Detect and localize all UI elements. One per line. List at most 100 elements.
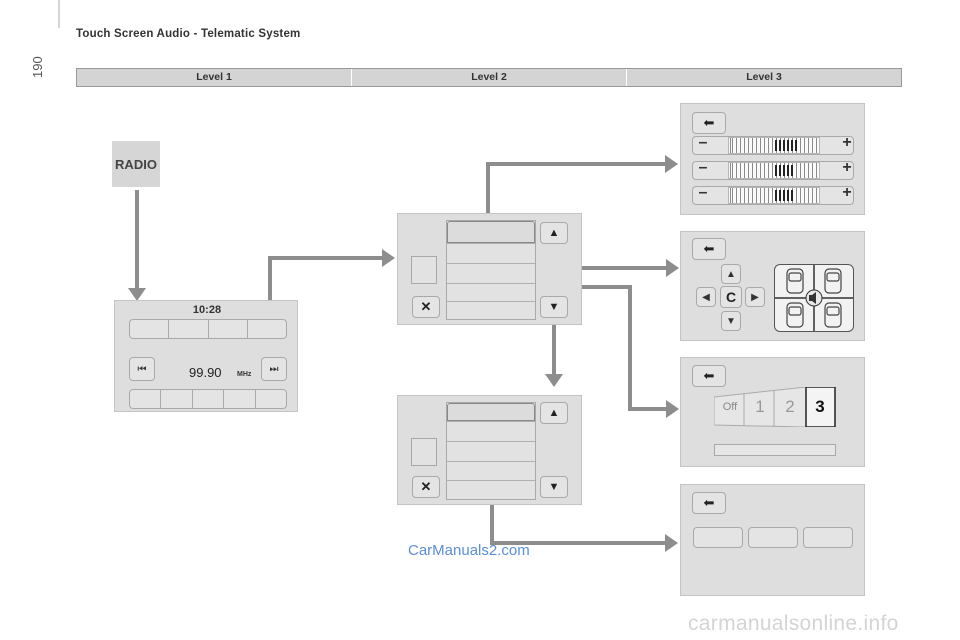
close-button[interactable]: ✕ — [412, 296, 440, 318]
close-button[interactable]: ✕ — [412, 476, 440, 498]
scroll-down-button[interactable]: ▼ — [540, 476, 568, 498]
menu-item-selected[interactable] — [447, 403, 535, 421]
balance-down-button[interactable]: ▼ — [721, 311, 741, 331]
connector-line — [628, 407, 667, 411]
speaker-icon — [805, 289, 823, 307]
levels-header: Level 1 Level 2 Level 3 — [76, 68, 902, 87]
option-button[interactable] — [803, 527, 853, 548]
page-title: Touch Screen Audio - Telematic System — [76, 28, 301, 40]
balance-up-button[interactable]: ▲ — [721, 264, 741, 284]
level-option-3[interactable]: 3 — [815, 397, 825, 416]
close-x-icon: ✕ — [420, 299, 432, 314]
plus-button[interactable]: + — [842, 184, 852, 201]
menu-item-selected[interactable] — [447, 221, 535, 243]
scroll-up-button[interactable]: ▲ — [540, 222, 568, 244]
connector-line — [514, 266, 667, 270]
clock-display: 10:28 — [192, 304, 222, 316]
arrow-left-icon: ⬅ — [703, 241, 715, 256]
connector-line — [486, 162, 666, 166]
car-seat-diagram[interactable] — [774, 264, 854, 332]
radio-button[interactable]: RADIO — [112, 141, 160, 187]
plus-button[interactable]: + — [842, 134, 852, 151]
menu-list — [446, 220, 536, 320]
option-button[interactable] — [748, 527, 798, 548]
source-slot[interactable] — [130, 390, 160, 408]
tone-level-bar-1[interactable] — [728, 137, 820, 154]
level-info-bar — [714, 444, 836, 456]
scroll-down-button[interactable]: ▼ — [540, 296, 568, 318]
arrow-left-icon: ⬅ — [703, 368, 715, 383]
level-option-1[interactable]: 1 — [755, 397, 765, 416]
back-button[interactable]: ⬅ — [692, 112, 726, 134]
tone-level-bar-2[interactable] — [728, 162, 820, 179]
minus-button[interactable]: – — [698, 159, 708, 176]
menu-item[interactable] — [447, 243, 535, 263]
source-bar-bottom[interactable] — [129, 389, 287, 409]
menu-item[interactable] — [447, 301, 535, 319]
preset-slot[interactable] — [246, 320, 286, 338]
close-x-icon: ✕ — [420, 479, 432, 494]
previous-station-button[interactable]: ⏮ — [129, 357, 155, 381]
back-button[interactable]: ⬅ — [692, 492, 726, 514]
car-seats-icon — [775, 265, 853, 331]
option-button[interactable] — [693, 527, 743, 548]
back-button[interactable]: ⬅ — [692, 238, 726, 260]
next-station-button[interactable]: ⏭ — [261, 357, 287, 381]
source-slot[interactable] — [191, 390, 223, 408]
source-slot[interactable] — [223, 390, 254, 408]
connector-line — [268, 256, 383, 260]
balance-left-button[interactable]: ◀ — [696, 287, 716, 307]
menu-item[interactable] — [447, 441, 535, 461]
source-slot[interactable] — [254, 390, 286, 408]
level-1-heading: Level 1 — [196, 71, 232, 83]
balance-right-button[interactable]: ▶ — [745, 287, 765, 307]
skip-forward-icon: ⏭ — [269, 363, 279, 375]
connector-line — [552, 300, 556, 376]
arrowhead-icon — [128, 288, 146, 301]
triangle-down-icon: ▼ — [726, 315, 736, 327]
scroll-up-button[interactable]: ▲ — [540, 402, 568, 424]
menu-item[interactable] — [447, 421, 535, 441]
menu-item[interactable] — [447, 263, 535, 283]
level-option-off[interactable]: Off — [722, 401, 738, 413]
triangle-down-icon: ▼ — [548, 301, 560, 313]
source-slot[interactable] — [160, 390, 191, 408]
menu-icon-slot — [411, 438, 437, 466]
arrowhead-icon — [665, 534, 678, 552]
preset-bar-top[interactable] — [129, 319, 287, 339]
arrowhead-icon — [666, 259, 679, 277]
menu-item[interactable] — [447, 480, 535, 499]
preset-slot[interactable] — [207, 320, 247, 338]
level-2-heading: Level 2 — [351, 69, 626, 86]
triangle-up-icon: ▲ — [548, 227, 560, 239]
triangle-down-icon: ▼ — [548, 481, 560, 493]
margin-rule — [58, 0, 60, 28]
tone-level-bar-3[interactable] — [728, 187, 820, 204]
menu-list — [446, 402, 536, 500]
arrow-left-icon: ⬅ — [703, 115, 715, 130]
balance-center-button[interactable]: C — [720, 286, 742, 308]
connector-line — [486, 162, 490, 246]
back-button[interactable]: ⬅ — [692, 365, 726, 387]
menu-item[interactable] — [447, 461, 535, 480]
preset-slot[interactable] — [130, 320, 168, 338]
preset-slot[interactable] — [168, 320, 207, 338]
plus-button[interactable]: + — [842, 159, 852, 176]
level-selector-graphic — [714, 387, 836, 427]
arrowhead-icon — [382, 249, 395, 267]
connector-line — [490, 541, 666, 545]
level2-menu-lower: ▲ ✕ ▼ — [397, 395, 582, 505]
minus-button[interactable]: – — [698, 134, 708, 151]
frequency-display: 99.90 — [189, 365, 222, 380]
connector-line — [628, 285, 632, 411]
radio-screen: 10:28 ⏮ 99.90 MHz ⏭ — [114, 300, 298, 412]
level2-menu-upper: ▲ ✕ ▼ — [397, 213, 582, 325]
arrowhead-icon — [545, 374, 563, 387]
menu-item[interactable] — [447, 283, 535, 301]
minus-button[interactable]: – — [698, 184, 708, 201]
arrowhead-icon — [666, 400, 679, 418]
page-number: 190 — [30, 56, 45, 78]
skip-back-icon: ⏮ — [137, 363, 147, 375]
frequency-unit: MHz — [237, 371, 252, 378]
level-option-2[interactable]: 2 — [785, 397, 795, 416]
